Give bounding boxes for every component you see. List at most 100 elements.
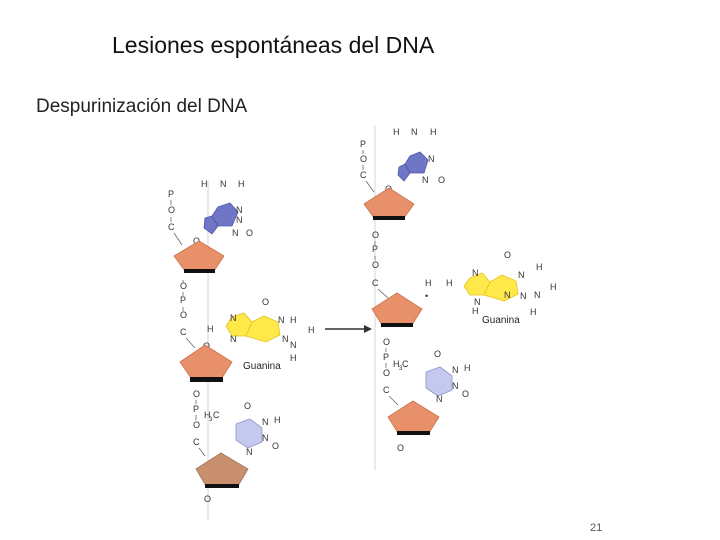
- svg-text:H: H: [207, 324, 214, 334]
- sugar-ring: [195, 452, 249, 487]
- svg-text:O: O: [193, 389, 200, 399]
- svg-text:•: •: [425, 291, 428, 301]
- svg-text:O: O: [262, 297, 269, 307]
- svg-text:N: N: [452, 381, 459, 391]
- svg-text:O: O: [462, 389, 469, 399]
- svg-text:N: N: [246, 447, 253, 457]
- svg-text:C: C: [213, 410, 220, 420]
- svg-text:H: H: [238, 179, 245, 189]
- svg-text:P: P: [360, 139, 366, 149]
- svg-text:H: H: [430, 127, 437, 137]
- svg-text:P: P: [193, 404, 199, 414]
- svg-text:N: N: [236, 215, 243, 225]
- svg-text:N: N: [262, 433, 269, 443]
- sugar-ring: [179, 344, 233, 379]
- svg-text:H: H: [550, 282, 557, 292]
- svg-text:P: P: [372, 244, 378, 254]
- svg-text:C: C: [180, 327, 187, 337]
- svg-text:O: O: [193, 420, 200, 430]
- adenine-base-left: H N H N N N O O: [193, 179, 253, 246]
- svg-text:O: O: [372, 260, 379, 270]
- svg-text:H: H: [201, 179, 208, 189]
- sugar-ring: [387, 400, 440, 434]
- svg-text:O: O: [504, 250, 511, 260]
- svg-text:H: H: [393, 127, 400, 137]
- svg-text:C: C: [402, 359, 409, 369]
- svg-text:O: O: [434, 349, 441, 359]
- svg-text:3: 3: [209, 417, 213, 423]
- svg-text:N: N: [422, 175, 429, 185]
- svg-text:N: N: [452, 365, 459, 375]
- svg-text:H: H: [290, 315, 297, 325]
- svg-text:N: N: [262, 417, 269, 427]
- svg-text:O: O: [180, 281, 187, 291]
- svg-text:C: C: [383, 385, 390, 395]
- svg-text:O: O: [383, 337, 390, 347]
- guanine-label-right: Guanina: [482, 315, 520, 326]
- svg-text:N: N: [236, 205, 243, 215]
- svg-text:H: H: [464, 363, 471, 373]
- svg-text:N: N: [230, 313, 237, 323]
- svg-text:N: N: [472, 268, 479, 278]
- svg-text:P: P: [180, 295, 186, 305]
- svg-text:O: O: [372, 230, 379, 240]
- svg-text:N: N: [232, 228, 239, 238]
- svg-text:N: N: [411, 127, 418, 137]
- svg-text:P: P: [168, 189, 174, 199]
- svg-text:N: N: [436, 394, 443, 404]
- abasic-sugar-ring: [371, 292, 423, 326]
- thymine-base-right: O H 3 C N H N O N: [393, 349, 471, 404]
- svg-text:O: O: [360, 154, 367, 164]
- right-strand: P O C H N H N N O O O P O C H •: [360, 127, 557, 453]
- svg-text:H: H: [204, 410, 211, 420]
- svg-text:N: N: [230, 334, 237, 344]
- svg-text:N: N: [282, 334, 289, 344]
- svg-text:O: O: [180, 310, 187, 320]
- svg-text:O: O: [246, 228, 253, 238]
- slide-subtitle: Despurinización del DNA: [36, 96, 248, 117]
- svg-text:C: C: [168, 222, 175, 232]
- svg-text:H: H: [308, 325, 315, 335]
- svg-text:H: H: [393, 359, 400, 369]
- thymine-base-left: O H 3 C N H N O N: [204, 401, 281, 457]
- sugar-ring: [173, 240, 225, 272]
- svg-text:N: N: [220, 179, 227, 189]
- svg-text:N: N: [504, 290, 511, 300]
- svg-text:N: N: [534, 290, 541, 300]
- svg-text:H: H: [290, 353, 297, 363]
- guanine-label-left: Guanina: [243, 361, 281, 372]
- svg-text:H: H: [472, 306, 479, 316]
- svg-text:H: H: [425, 278, 432, 288]
- svg-text:N: N: [278, 315, 285, 325]
- svg-text:O: O: [193, 236, 200, 246]
- svg-text:3: 3: [399, 366, 403, 372]
- svg-text:O: O: [272, 441, 279, 451]
- svg-text:C: C: [360, 170, 367, 180]
- reaction-arrow: [325, 325, 372, 333]
- svg-text:N: N: [474, 297, 481, 307]
- svg-text:C: C: [372, 278, 379, 288]
- page-number: 21: [590, 522, 603, 534]
- guanine-base-released: O H N N H N H N N H N H Guanina: [446, 250, 557, 326]
- svg-text:H: H: [446, 278, 453, 288]
- adenine-base-right: H N H N N O O: [385, 127, 445, 194]
- svg-text:O: O: [438, 175, 445, 185]
- svg-text:H: H: [274, 415, 281, 425]
- svg-text:O: O: [383, 368, 390, 378]
- svg-text:N: N: [518, 270, 525, 280]
- svg-text:O: O: [244, 401, 251, 411]
- svg-text:O: O: [397, 443, 404, 453]
- svg-text:N: N: [520, 291, 527, 301]
- slide-title: Lesiones espontáneas del DNA: [112, 32, 435, 58]
- svg-text:N: N: [428, 154, 435, 164]
- svg-text:N: N: [290, 340, 297, 350]
- svg-text:C: C: [193, 437, 200, 447]
- left-strand: P O C H N H N N N O O O P O C: [168, 179, 315, 504]
- svg-text:H: H: [536, 262, 543, 272]
- svg-text:P: P: [383, 352, 389, 362]
- svg-text:O: O: [204, 494, 211, 504]
- svg-text:O: O: [168, 205, 175, 215]
- svg-text:H: H: [530, 307, 537, 317]
- sugar-ring: [363, 187, 415, 219]
